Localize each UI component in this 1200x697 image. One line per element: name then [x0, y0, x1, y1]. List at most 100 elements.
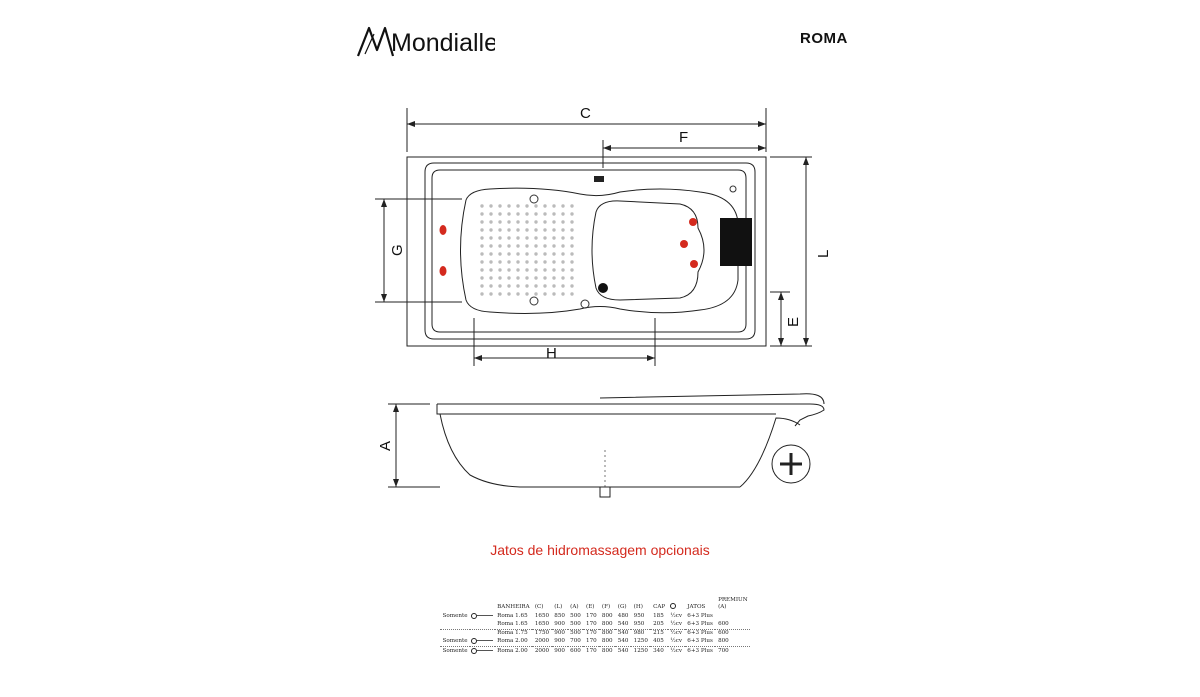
anti-slip-dot [498, 276, 502, 280]
table-cell: 6+3 Plus [687, 612, 713, 619]
anti-slip-dot [480, 260, 484, 264]
anti-slip-dot [516, 276, 520, 280]
brand-name: Mondialle [391, 29, 495, 57]
table-cell: 600 [715, 628, 751, 638]
anti-slip-dot [534, 228, 538, 232]
table-cell: 800 [599, 628, 616, 638]
anti-slip-dot [525, 284, 529, 288]
headrest-pillow [720, 218, 752, 266]
only-note [440, 621, 470, 629]
col-h: (H) [633, 604, 643, 611]
anti-slip-dot [561, 284, 565, 288]
anti-slip-dot [489, 260, 493, 264]
table-cell: 500 [570, 621, 581, 628]
table-cell: 540 [615, 628, 632, 638]
table-cell: Roma 1.65 [497, 621, 528, 628]
anti-slip-dot [480, 228, 484, 232]
anti-slip-dot [534, 212, 538, 216]
table-cell: 800 [718, 638, 729, 645]
row-marker [470, 612, 495, 621]
table-cell: 850 [554, 612, 565, 619]
anti-slip-dot [507, 260, 511, 264]
anti-slip-dot [561, 244, 565, 248]
anti-slip-dot [516, 260, 520, 264]
table-cell: 540 [617, 638, 629, 645]
leader-line [476, 640, 493, 642]
table-cell: 540 [617, 621, 629, 628]
anti-slip-dot [534, 244, 538, 248]
anti-slip-dot [516, 252, 520, 256]
anti-slip-dot [534, 260, 538, 264]
table-cell: 405 [653, 638, 664, 645]
anti-slip-dot [498, 260, 502, 264]
anti-slip-dot [534, 284, 538, 288]
anti-slip-dot [525, 228, 529, 232]
jet-icon [439, 266, 447, 276]
anti-slip-dot [570, 228, 574, 232]
col-g: (G) [617, 604, 627, 611]
anti-slip-dot [498, 292, 502, 296]
col-l: (L) [554, 604, 563, 611]
anti-slip-dot [534, 252, 538, 256]
anti-slip-dot [525, 236, 529, 240]
table-cell: 1250 [633, 638, 648, 645]
anti-slip-dot [561, 252, 565, 256]
model-title: ROMA [800, 30, 848, 47]
anti-slip-dot [480, 212, 484, 216]
table-cell: 600 [718, 621, 729, 628]
anti-slip-dot [525, 204, 529, 208]
anti-slip-dot [525, 268, 529, 272]
col-motor [668, 597, 685, 612]
table-cell: 6+3 Plus [687, 638, 713, 645]
table-cell: 185 [653, 612, 664, 619]
row-marker [469, 628, 495, 638]
jet-icon [690, 260, 698, 268]
anti-slip-dot [552, 244, 556, 248]
anti-slip-dot [570, 236, 574, 240]
anti-slip-dot [498, 228, 502, 232]
anti-slip-dot [552, 276, 556, 280]
table-cell: 980 [631, 628, 651, 638]
dim-g-label: G [389, 244, 406, 256]
anti-slip-dot [489, 220, 493, 224]
anti-slip-dot [543, 260, 547, 264]
anti-slip-dot [507, 212, 511, 216]
drain-fixture [598, 283, 608, 293]
anti-slip-dot [516, 212, 520, 216]
table-cell: 480 [617, 612, 629, 619]
anti-slip-dot [489, 268, 493, 272]
anti-slip-dot [534, 220, 538, 224]
anti-slip-dot [507, 292, 511, 296]
anti-slip-dot [561, 228, 565, 232]
anti-slip-dot [552, 236, 556, 240]
col-f: (F) [601, 604, 611, 611]
anti-slip-dot [525, 212, 529, 216]
table-cell: 950 [633, 612, 645, 619]
anti-slip-dot [525, 276, 529, 280]
anti-slip-dot [498, 284, 502, 288]
table-cell: 170 [583, 646, 600, 657]
anti-slip-dot [570, 292, 574, 296]
anti-slip-dot [543, 244, 547, 248]
table-cell: 170 [586, 612, 597, 619]
anti-slip-dot [534, 236, 538, 240]
anti-slip-dot [480, 284, 484, 288]
table-cell: 170 [586, 621, 597, 628]
anti-slip-dot [552, 204, 556, 208]
table-cell: 900 [554, 638, 565, 645]
mondialle-logo: Mondialle [356, 26, 495, 57]
anti-slip-dot [480, 252, 484, 256]
anti-slip-dot [543, 268, 547, 272]
anti-slip-dot [480, 268, 484, 272]
anti-slip-dot [561, 220, 565, 224]
anti-slip-dot [525, 252, 529, 256]
jet-icon [680, 240, 688, 248]
anti-slip-dot [498, 204, 502, 208]
table-cell: 700 [715, 646, 751, 657]
row-marker [469, 646, 495, 657]
anti-slip-dot [489, 228, 493, 232]
anti-slip-dot [507, 204, 511, 208]
anti-slip-dot [552, 260, 556, 264]
table-cell: 800 [601, 612, 613, 619]
